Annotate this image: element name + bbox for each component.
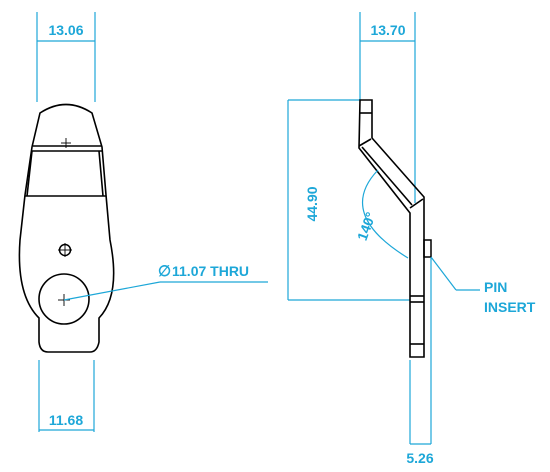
- dimension-side-top-text: 13.70: [370, 22, 405, 38]
- dimension-bend-angle: 140°: [354, 169, 409, 259]
- side-bend-line-2: [409, 198, 424, 209]
- hole-callout-text: 11.07 THRU: [172, 263, 249, 279]
- pin-leader-1: [430, 256, 457, 291]
- front-shading-line-right: [98, 150, 104, 197]
- dimension-front-bottom: 11.68: [38, 360, 95, 432]
- pin-insert-label-line1: PIN: [484, 279, 507, 295]
- side-view: 13.70 44.90: [287, 12, 536, 466]
- front-view-outline: [18, 103, 115, 353]
- hole-callout: ∅ 11.07 THRU: [63, 263, 268, 301]
- pin-insert-shape: [423, 239, 432, 258]
- diameter-symbol: ∅: [158, 263, 171, 280]
- front-view: 13.06: [18, 12, 268, 432]
- pin-insert-callout: PIN INSERT: [430, 256, 536, 315]
- angle-text: 140°: [354, 210, 379, 243]
- front-shading-line-left: [26, 150, 33, 197]
- dimension-side-height-text: 44.90: [304, 186, 320, 221]
- side-bend-line-1: [358, 138, 372, 147]
- dimension-side-bottom: 5.26: [406, 258, 434, 466]
- hole-leader-line: [63, 281, 161, 301]
- front-large-hole: [38, 273, 90, 325]
- front-small-hole: [58, 243, 72, 257]
- dimension-side-height: 44.90: [287, 99, 410, 301]
- dimension-front-bottom-text: 11.68: [49, 412, 83, 428]
- side-inner-edge: [361, 146, 413, 206]
- dimension-side-bottom-text: 5.26: [406, 450, 433, 466]
- dimension-side-top: 13.70: [359, 12, 416, 203]
- pin-insert-label-line2: INSERT: [484, 299, 536, 315]
- angle-arc: [362, 169, 409, 259]
- front-body-outline: [18, 103, 115, 353]
- dimension-front-top: 13.06: [36, 12, 96, 102]
- front-center-mark-top: [61, 138, 71, 148]
- dimension-front-top-text: 13.06: [48, 22, 83, 38]
- side-view-outline: [358, 99, 425, 358]
